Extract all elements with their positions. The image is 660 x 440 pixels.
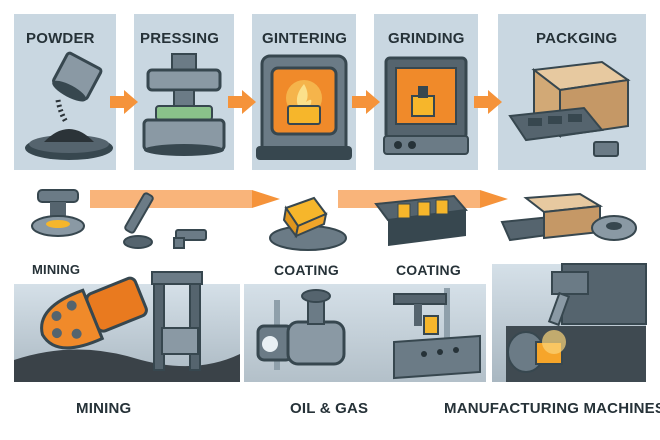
wrench-tool-icon — [123, 192, 207, 249]
middle-label-coating-1: COATING — [274, 262, 339, 278]
step-label-powder: POWDER — [26, 30, 95, 47]
drill-bit-icon — [14, 271, 240, 382]
middle-label-coating-2: COATING — [396, 262, 461, 278]
coating-tray-icon — [374, 194, 468, 246]
coated-insert-icon — [269, 196, 347, 251]
arrow-icon — [252, 190, 280, 208]
cnc-machine-icon — [506, 263, 647, 382]
middle-label-mining: MINING — [32, 262, 81, 277]
arrow-icon — [480, 190, 508, 208]
step-label-sintering: GINTERING — [262, 30, 348, 47]
die-icon — [31, 189, 85, 237]
step-label-pressing: PRESSING — [140, 30, 220, 47]
arrow-icon — [228, 90, 256, 114]
step-label-grinding: GRINDING — [388, 30, 465, 47]
app-label-manufacturing: MANUFACTURING MACHINES — [444, 400, 660, 417]
arrow-icon — [110, 90, 138, 114]
app-label-mining: MINING — [76, 400, 132, 417]
arrow-icon — [474, 90, 502, 114]
arrow-icon — [352, 90, 380, 114]
press-machine-icon — [142, 53, 226, 156]
step-label-packaging: PACKGING — [536, 30, 618, 47]
app-label-oil-gas: OIL & GAS — [290, 400, 369, 417]
powder-bucket-icon — [25, 51, 113, 160]
packed-box-icon — [500, 192, 637, 242]
arrow-band — [90, 190, 252, 208]
furnace-icon — [256, 54, 352, 160]
valve-icon — [256, 288, 481, 380]
grinder-icon — [383, 56, 469, 155]
package-box-icon — [508, 60, 631, 157]
